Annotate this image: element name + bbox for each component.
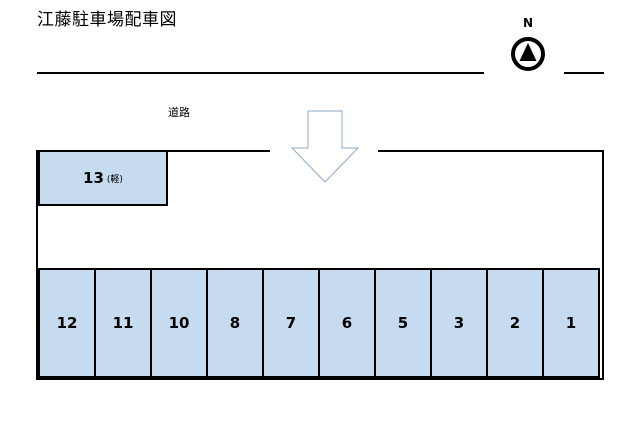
- space-number: 6: [341, 314, 353, 332]
- parking-space: 12: [38, 268, 96, 378]
- space-note: (軽): [106, 174, 123, 185]
- north-arrow-icon: [511, 37, 545, 71]
- parking-space: 2: [486, 268, 544, 378]
- space-number: 1: [565, 314, 577, 332]
- space-number: 7: [285, 314, 297, 332]
- space-number: 3: [453, 314, 465, 332]
- map-title: 江藤駐車場配車図: [37, 10, 177, 30]
- space-number: 11: [112, 314, 134, 332]
- compass: N: [500, 16, 556, 80]
- parking-space: 6: [318, 268, 376, 378]
- north-label: N: [522, 16, 534, 30]
- parking-space: 10: [150, 268, 208, 378]
- parking-space: 5: [374, 268, 432, 378]
- parking-space-13: 13(軽): [38, 150, 168, 206]
- space-number: 2: [509, 314, 521, 332]
- parking-space: 7: [262, 268, 320, 378]
- parking-space: 11: [94, 268, 152, 378]
- right-underline: [564, 72, 604, 74]
- space-number: 5: [397, 314, 409, 332]
- space-number: 10: [168, 314, 190, 332]
- space-number: 13: [83, 169, 104, 187]
- space-number: 12: [56, 314, 78, 332]
- down-arrow-icon: [290, 110, 360, 183]
- parking-space: 1: [542, 268, 600, 378]
- space-number: 8: [229, 314, 241, 332]
- title-underline: [37, 72, 484, 74]
- parking-row: 12 11 10 8 7 6 5 3 2 1: [38, 268, 600, 378]
- parking-space: 3: [430, 268, 488, 378]
- road-label: 道路: [168, 106, 190, 119]
- parking-space: 8: [206, 268, 264, 378]
